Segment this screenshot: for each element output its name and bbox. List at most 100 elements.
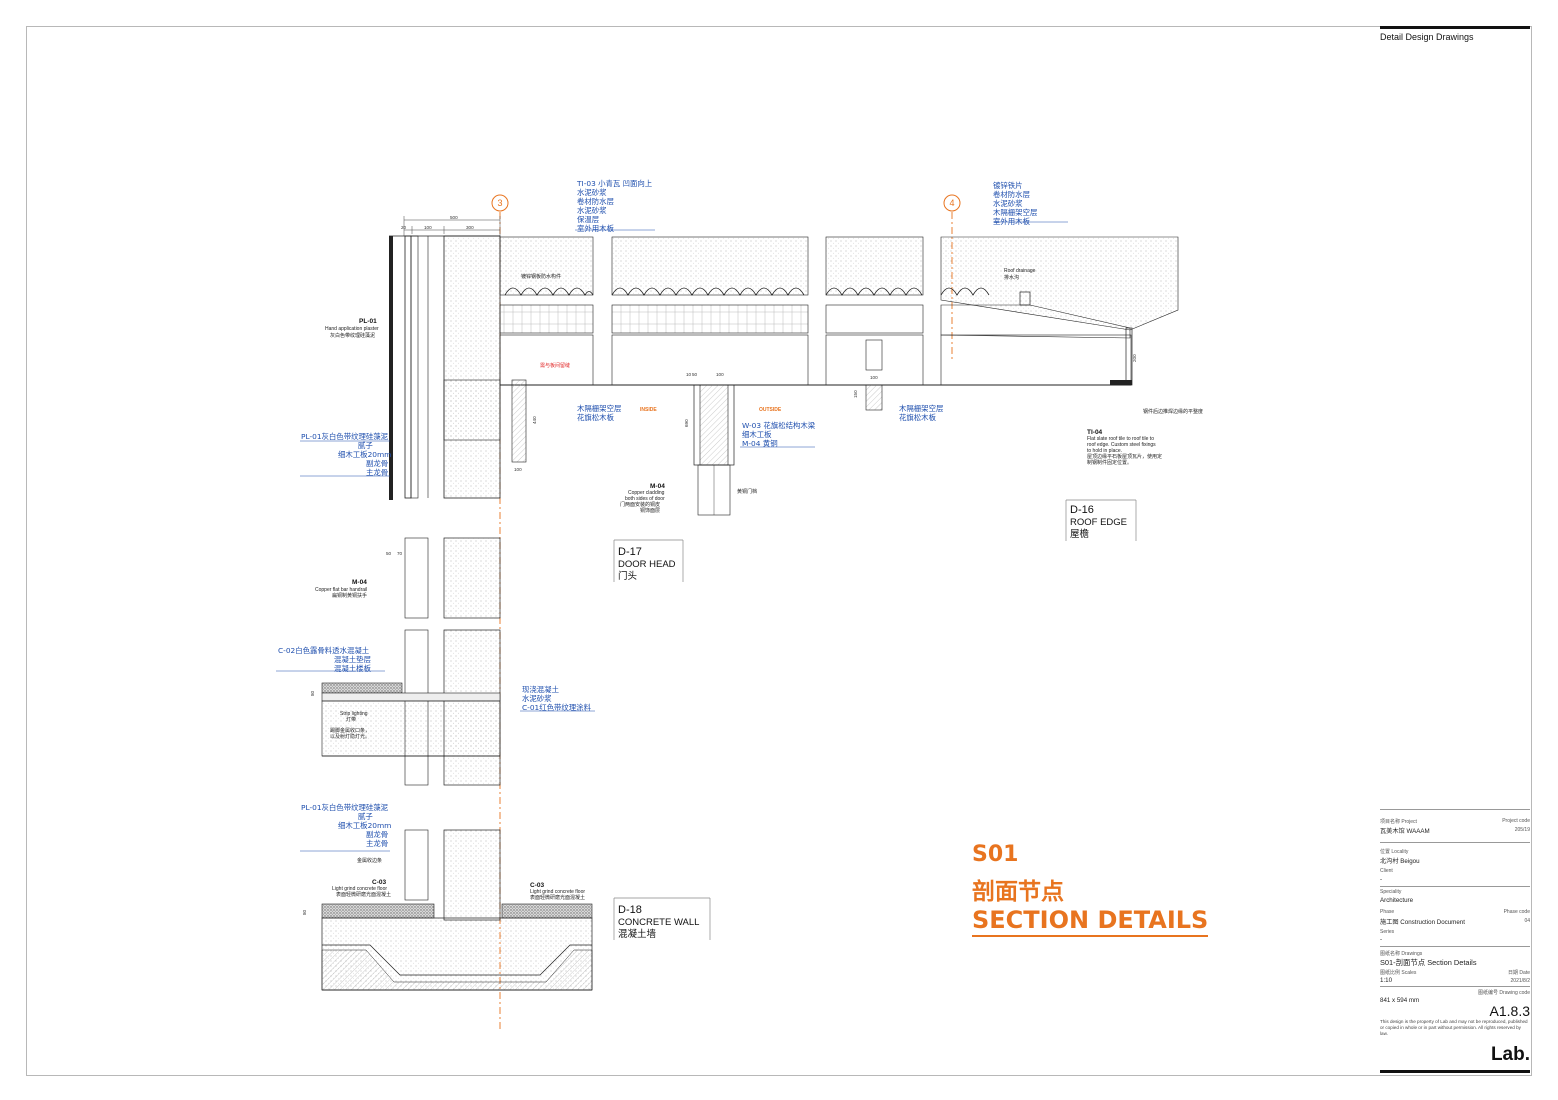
scales-value: 1:10 <box>1380 977 1393 984</box>
annotation-pl01-bottom-2: 腻子 <box>358 812 373 821</box>
dim-300: 300 <box>466 225 474 230</box>
annotation-ti04-4: 屋顶边缘平石板屋顶瓦片，使用定 <box>1087 453 1162 460</box>
client-label: Client <box>1380 868 1393 874</box>
series-label: Series <box>1380 929 1395 935</box>
annotation-steel-note: 钢件后边推焊边缘的平整度 <box>1143 408 1203 415</box>
annotation-c03-left-2: 表面轻微研磨光面混凝土 <box>336 891 391 898</box>
date-label: 日期 Date <box>1508 970 1530 976</box>
annotation-pl01-bottom-3: 细木工板20mm <box>338 821 391 830</box>
annotation-ti04-3: to hold in place. <box>1087 448 1122 454</box>
sheet-title-cn: 剖面节点 <box>972 879 1064 905</box>
annotation-c03-right-2: 表面轻微研磨光面混凝土 <box>530 894 585 901</box>
title-block-rule <box>1380 809 1530 810</box>
annotation-ti04-5: 制钢制件固定位置。 <box>1087 459 1132 466</box>
dim-50: 50 <box>692 372 698 377</box>
title-block-bottom-rule <box>1380 1070 1530 1073</box>
title-block-rule <box>1380 886 1530 887</box>
grid-bubble-4: 4 <box>949 198 954 208</box>
detail-tag-d17: D-17 DOOR HEAD 门头 <box>613 539 684 582</box>
annotation-m04-door-3: 门两面安装的铜皮 <box>620 501 660 508</box>
wall-section <box>389 235 501 921</box>
annotation-red-note: 需与板间留缝 <box>540 362 570 369</box>
annotation-ti03-2: 水泥砂浆 <box>577 188 607 197</box>
top-dimension-chain <box>403 216 501 236</box>
grid-bubble-3: 3 <box>497 198 502 208</box>
foundation-section <box>321 903 593 991</box>
annotation-ti04-1: Flat slate roof tile to roof tile to <box>1087 436 1154 442</box>
annotation-m04-handrail-1: Copper flat bar handrail <box>315 587 367 593</box>
phase-code-value: 04 <box>1524 918 1530 924</box>
annotation-strip-light-cn-2: 以及射灯隐灯光。 <box>330 733 370 740</box>
annotation-pl01-top-5: 主龙骨 <box>366 468 388 477</box>
dim-100-c: 100 <box>716 372 724 377</box>
annotation-batten-right-2: 花旗松木板 <box>899 413 937 422</box>
floor-slab-section <box>321 682 501 757</box>
annotation-concrete-right-3: C-01红色带纹理涂料 <box>522 703 592 712</box>
detail-tag-d18: D-18 CONCRETE WALL 混凝土墙 <box>613 897 711 940</box>
phase-code-label: Phase code <box>1503 909 1530 915</box>
annotation-pl01-top-4: 副龙骨 <box>366 459 388 468</box>
detail-cn-d18: 混凝土墙 <box>618 928 657 940</box>
annotation-batten-left-2: 花旗松木板 <box>577 413 615 422</box>
title-block-header: Detail Design Drawings <box>1380 32 1474 42</box>
annotation-roof-right-2: 卷材防水层 <box>993 190 1030 199</box>
annotation-roof-drainage-2: 排水沟 <box>1004 274 1019 281</box>
annotation-c02-1: C-02白色露骨料透水混凝土 <box>278 646 369 655</box>
detail-code-d18: D-18 <box>618 904 642 916</box>
title-block: Detail Design Drawings 项目名称 Project Proj… <box>1380 26 1530 1076</box>
annotation-pl01-bottom-1: PL-01灰白色带纹理硅藻泥 <box>301 803 389 812</box>
annotation-m04-door-4: 铜饰面层 <box>640 507 660 514</box>
phase-value: 施工图 Construction Document <box>1380 919 1465 926</box>
detail-en-d18: CONCRETE WALL <box>618 917 699 928</box>
detail-en-d17: DOOR HEAD <box>618 559 676 570</box>
annotation-ti04-head: TI-04 <box>1087 429 1103 436</box>
annotation-roof-right-1: 镀锌铁片 <box>993 181 1023 190</box>
detail-cn-d17: 门头 <box>618 570 637 582</box>
annotation-m04-door-2: both sides of door <box>625 496 665 502</box>
annotation-w03-3: M-04 黄铜 <box>742 439 778 448</box>
dim-500: 500 <box>450 215 458 220</box>
drawings-value: S01-剖面节点 Section Details <box>1380 958 1477 967</box>
dim-440: 440 <box>532 416 537 424</box>
drawing-code-label: 图纸编号 Drawing code <box>1478 990 1530 996</box>
lab-logo: Lab. <box>1490 1044 1530 1065</box>
annotation-pl01-top-3: 细木工板20mm <box>338 450 391 459</box>
annotation-c02-3: 混凝土楼板 <box>334 664 372 673</box>
detail-code-d16: D-16 <box>1070 504 1094 516</box>
annotation-strip-light-cn-1: 踢脚金属收口条， <box>330 727 370 734</box>
annotation-ti04-2: roof edge. Custom steel fixings <box>1087 442 1156 448</box>
drawings-label: 图纸名称 Drawings <box>1380 951 1423 957</box>
annotation-ti03-6: 室外用木板 <box>577 224 615 233</box>
dim-100: 100 <box>424 225 432 230</box>
annotation-m04-handrail-2: 扁铜制黄铜扶手 <box>332 592 367 599</box>
annotation-roof-right-5: 室外用木板 <box>993 217 1031 226</box>
dim-200: 200 <box>1132 354 1137 362</box>
dim-100-d: 100 <box>870 375 878 380</box>
annotation-pl01-top-2: 腻子 <box>358 441 373 450</box>
title-block-rule <box>1380 842 1530 843</box>
dim-100-b: 100 <box>514 467 522 472</box>
annotation-ti03-4: 水泥砂浆 <box>577 206 607 215</box>
sheet-title-code: S01 <box>972 842 1019 867</box>
detail-code-d17: D-17 <box>618 546 642 558</box>
dim-690: 690 <box>684 419 689 427</box>
title-block-rule <box>1380 986 1530 987</box>
dim-150: 150 <box>853 390 858 398</box>
phase-label: Phase <box>1380 909 1395 915</box>
annotation-pl01-top-1: PL-01灰白色带纹理硅藻泥 <box>301 432 389 441</box>
annotation-m04-door-1: Copper cladding <box>628 490 665 496</box>
annotation-ti03-3: 卷材防水层 <box>577 197 614 206</box>
annotation-strip-light-1: Strip lighting <box>340 711 368 717</box>
detail-cn-d16: 屋檐 <box>1070 528 1090 540</box>
annotation-concrete-right-2: 水泥砂浆 <box>522 694 552 703</box>
annotation-strip-light-2: 灯带 <box>346 716 356 723</box>
annotation-w03-2: 细木工板 <box>742 430 772 439</box>
scales-label: 图纸比例 Scales <box>1380 970 1417 976</box>
annotation-ti03-1: TI-03 小青瓦 凹面向上 <box>576 179 653 188</box>
annotation-roof-right-4: 木隔栅架空层 <box>993 208 1037 217</box>
annotation-pl01-line-1: Hand application plaster <box>325 326 379 332</box>
annotation-c03-left-1: Light grind concrete floor <box>332 886 387 892</box>
copyright-note: This design is the property of Lab and m… <box>1380 1019 1528 1036</box>
annotation-m04-door-head: M-04 <box>650 483 665 490</box>
